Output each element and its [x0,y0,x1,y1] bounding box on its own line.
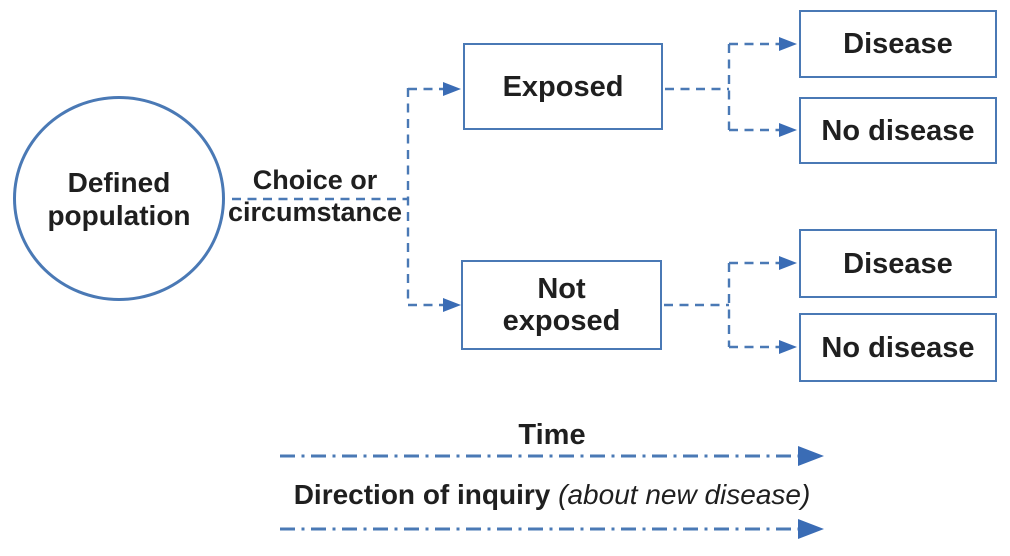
choice-or-circumstance-label: Choice or circumstance [227,165,403,227]
exposed-no-disease-node: No disease [799,97,997,164]
time-label: Time [518,419,586,451]
direction-of-inquiry-bold-text: Direction of inquiry [293,479,551,510]
time-arrowhead-icon [798,446,824,466]
disease-arrowhead-icon [779,37,797,51]
not-exposed-disease-node: Disease [799,229,997,298]
notexposed-arrowhead-icon [443,298,461,312]
nodisease-arrowhead-icon [779,123,797,137]
direction-arrowhead-icon [798,519,824,539]
not-exposed-node: Not exposed [461,260,662,350]
direction-of-inquiry-label: Direction of inquiry (about new disease) [252,479,852,511]
direction-of-inquiry-note-text: (about new disease) [558,479,811,510]
nodisease2-arrowhead-icon [779,340,797,354]
defined-population-node: Defined population [13,96,225,301]
exposed-arrowhead-icon [443,82,461,96]
not-exposed-no-disease-node: No disease [799,313,997,382]
exposed-disease-node: Disease [799,10,997,78]
exposed-node: Exposed [463,43,663,130]
disease2-arrowhead-icon [779,256,797,270]
